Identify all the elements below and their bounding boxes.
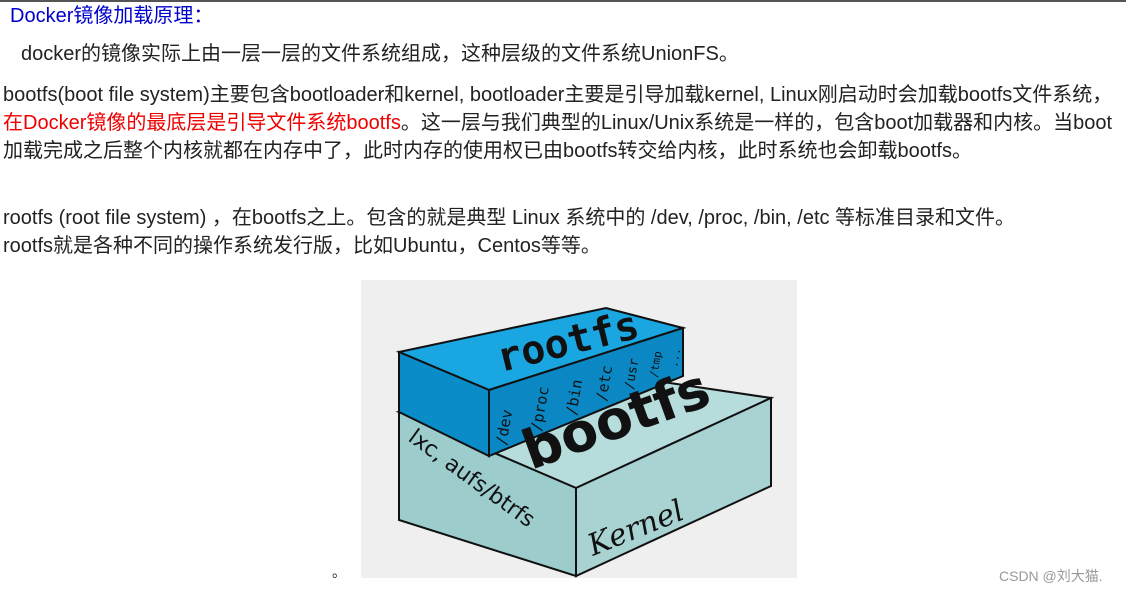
csdn-watermark: CSDN @刘大猫. xyxy=(999,568,1103,584)
dir-etc: /etc xyxy=(592,364,616,403)
rootfs-front-face xyxy=(488,326,684,458)
rootfs-dir-labels: /dev /proc /bin /etc /usr /tmp ... xyxy=(492,347,683,447)
dir-usr: /usr xyxy=(622,357,642,391)
dir-tmp: /tmp xyxy=(647,350,664,378)
rootfs-line-1: rootfs (root file system) ，在bootfs之上。包含的… xyxy=(3,207,1016,229)
rootfs-line-2: rootfs就是各种不同的操作系统发行版，比如Ubuntu，Centos等等。 xyxy=(3,235,601,257)
bootfs-text-part2: 。这一层与我们典型的Linux/Unix系统是一样的，包含boot加载器和内核。… xyxy=(3,112,1113,162)
top-divider xyxy=(0,0,1126,2)
paragraph-rootfs: rootfs (root file system) ，在bootfs之上。包含的… xyxy=(3,204,1125,260)
dir-more: ... xyxy=(667,347,683,369)
trailing-period: 。 xyxy=(332,564,346,580)
dir-bin: /bin xyxy=(562,378,586,417)
dir-dev: /dev xyxy=(492,408,516,447)
bootfs-text-part1: bootfs(boot file system)主要包含bootloader和k… xyxy=(3,84,1113,106)
paragraph-bootfs: bootfs(boot file system)主要包含bootloader和k… xyxy=(3,81,1125,165)
layer-diagram: rootfs /dev /proc /bin /etc /usr /tmp ..… xyxy=(361,280,797,578)
paragraph-unionfs: docker的镜像实际上由一层一层的文件系统组成，这种层级的文件系统UnionF… xyxy=(21,43,739,65)
bootfs-highlight: 在Docker镜像的最底层是引导文件系统bootfs xyxy=(3,112,401,134)
bootfs-front-face xyxy=(575,396,772,578)
section-heading: Docker镜像加载原理： xyxy=(10,5,214,27)
